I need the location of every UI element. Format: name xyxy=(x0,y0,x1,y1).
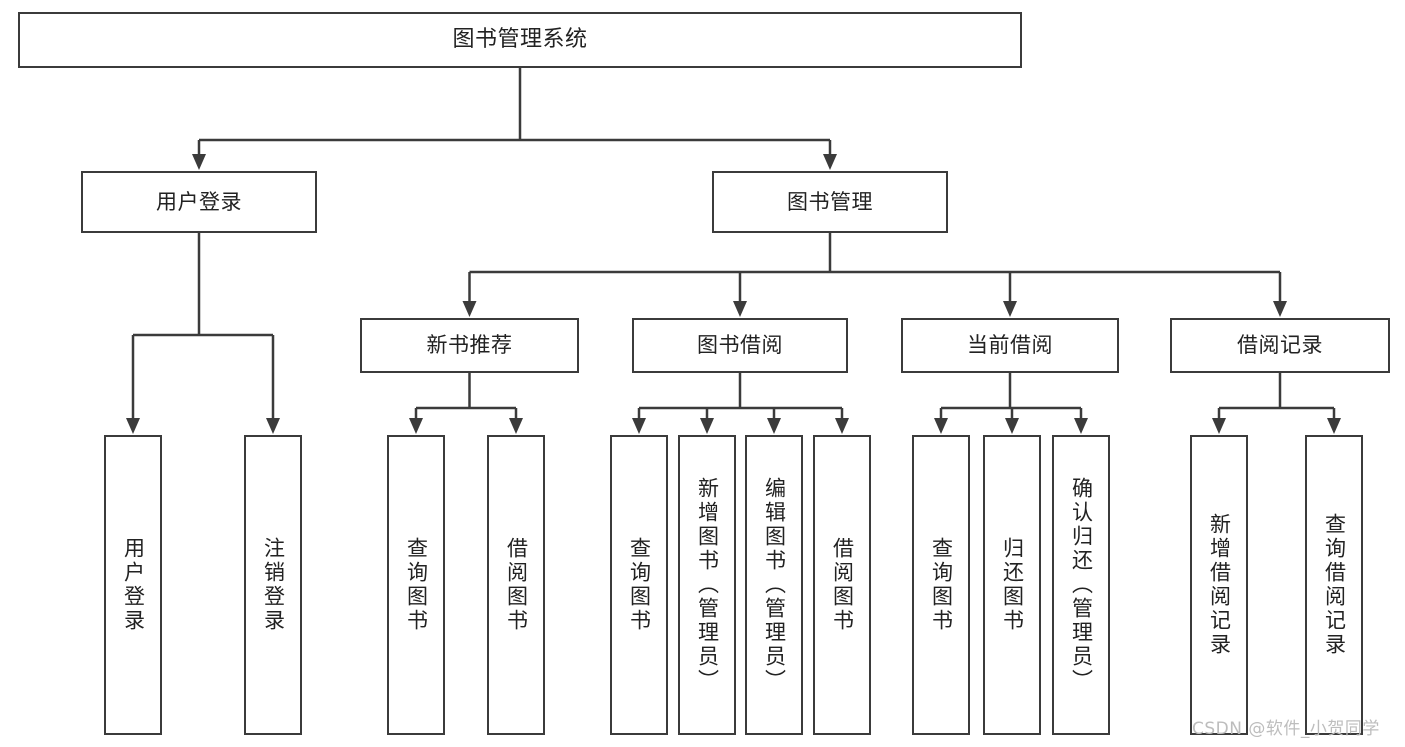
arrow-head xyxy=(700,418,714,434)
node-leaf-user-login[interactable]: 用户登录 xyxy=(104,435,162,735)
node-label: 借阅记录 xyxy=(1237,333,1323,358)
node-leaf-borrow-book[interactable]: 借阅图书 xyxy=(813,435,871,735)
arrow-head xyxy=(1005,418,1019,434)
arrow-head xyxy=(835,418,849,434)
node-book-manage[interactable]: 图书管理 xyxy=(712,171,948,233)
node-leaf-borrow-book-rec[interactable]: 借阅图书 xyxy=(487,435,545,735)
node-user-login[interactable]: 用户登录 xyxy=(81,171,317,233)
node-label: 借阅图书 xyxy=(830,537,855,633)
node-label: 新书推荐 xyxy=(426,333,513,358)
arrow-head xyxy=(1074,418,1088,434)
node-label: 新增图书（管理员） xyxy=(695,477,720,693)
node-leaf-edit-book[interactable]: 编辑图书（管理员） xyxy=(745,435,803,735)
connector-from-user-login xyxy=(126,233,280,434)
node-leaf-add-book[interactable]: 新增图书（管理员） xyxy=(678,435,736,735)
arrow-head xyxy=(462,301,477,317)
arrow-head xyxy=(266,418,280,434)
node-leaf-query-book-rec[interactable]: 查询图书 xyxy=(387,435,445,735)
node-label: 借阅图书 xyxy=(504,537,529,633)
csdn-watermark: CSDN @软件_小贺同学 xyxy=(1192,719,1380,739)
node-label: 新增借阅记录 xyxy=(1207,513,1232,657)
node-label: 查询图书 xyxy=(404,537,429,633)
node-label: 确认归还（管理员） xyxy=(1069,477,1094,693)
arrow-head xyxy=(767,418,781,434)
node-leaf-user-logout[interactable]: 注销登录 xyxy=(244,435,302,735)
node-label: 归还图书 xyxy=(1000,537,1025,633)
arrow-head xyxy=(1212,418,1226,434)
node-leaf-query-record[interactable]: 查询借阅记录 xyxy=(1305,435,1363,735)
node-label: 图书管理系统 xyxy=(452,27,588,53)
node-new-book-recommend[interactable]: 新书推荐 xyxy=(360,318,579,373)
node-label: 图书借阅 xyxy=(697,333,783,358)
node-leaf-query-book-borrow[interactable]: 查询图书 xyxy=(610,435,668,735)
node-label: 当前借阅 xyxy=(967,333,1053,358)
connector-from-book-manage xyxy=(462,233,1287,317)
node-label: 注销登录 xyxy=(261,537,286,633)
node-book-borrow[interactable]: 图书借阅 xyxy=(632,318,848,373)
arrow-head xyxy=(632,418,646,434)
node-borrow-record[interactable]: 借阅记录 xyxy=(1170,318,1390,373)
node-root[interactable]: 图书管理系统 xyxy=(18,12,1022,68)
arrow-head xyxy=(733,301,747,317)
node-label: 用户登录 xyxy=(121,537,146,633)
arrow-head xyxy=(1273,301,1287,317)
arrow-head xyxy=(509,418,523,434)
arrow-head xyxy=(409,418,423,434)
node-current-borrow[interactable]: 当前借阅 xyxy=(901,318,1119,373)
node-leaf-confirm-return[interactable]: 确认归还（管理员） xyxy=(1052,435,1110,735)
arrow-head xyxy=(823,154,837,170)
arrow-head xyxy=(1327,418,1341,434)
connector-from-book-borrow xyxy=(632,373,849,434)
arrow-head xyxy=(126,418,140,434)
node-label: 图书管理 xyxy=(787,189,873,214)
node-leaf-add-record[interactable]: 新增借阅记录 xyxy=(1190,435,1248,735)
connector-from-current-borrow xyxy=(934,373,1088,434)
node-label: 查询图书 xyxy=(627,537,652,633)
connector-from-borrow-record xyxy=(1212,373,1341,434)
arrow-head xyxy=(192,154,206,170)
node-label: 查询借阅记录 xyxy=(1322,513,1347,657)
node-leaf-query-book-cur[interactable]: 查询图书 xyxy=(912,435,970,735)
node-label: 编辑图书（管理员） xyxy=(762,477,787,693)
node-label: 用户登录 xyxy=(156,189,242,214)
arrow-head xyxy=(1003,301,1017,317)
node-label: 查询图书 xyxy=(929,537,954,633)
connector-from-new-book-recommend xyxy=(409,373,523,434)
connector-from-root xyxy=(192,68,837,170)
arrow-head xyxy=(934,418,948,434)
node-leaf-return-book[interactable]: 归还图书 xyxy=(983,435,1041,735)
